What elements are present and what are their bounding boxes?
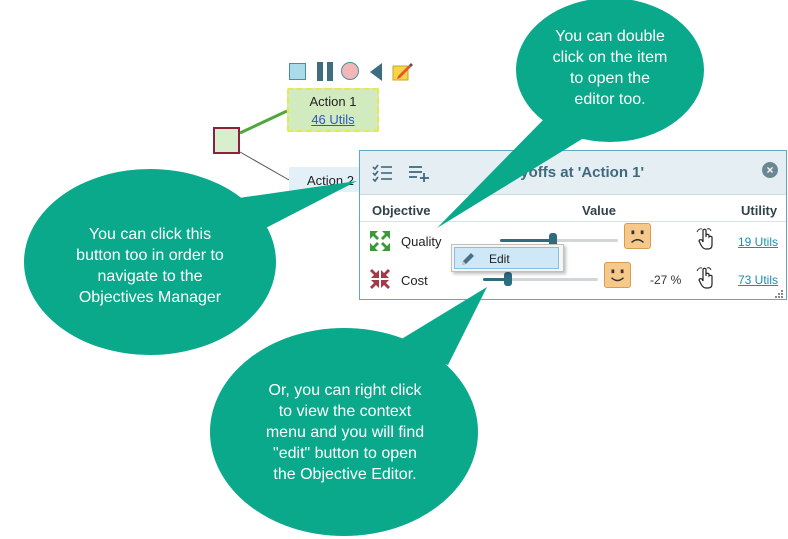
pointing-hand-icon[interactable] xyxy=(696,267,716,289)
objectives-manager-icon[interactable] xyxy=(372,163,394,183)
objective-column-header: Objective xyxy=(372,203,431,218)
pencil-icon xyxy=(462,253,474,265)
utility-link[interactable]: 19 Utils xyxy=(738,235,779,249)
contract-arrows-icon xyxy=(370,269,390,289)
action-1-label: Action 1 xyxy=(309,94,357,109)
sad-face-icon xyxy=(624,223,651,249)
action-1-utils-link[interactable]: 46 Utils xyxy=(311,112,355,127)
pause-icon[interactable] xyxy=(317,62,333,81)
callout-bubble-left xyxy=(24,169,276,355)
callout-bubble-bottom xyxy=(210,328,478,536)
happy-face-icon xyxy=(604,262,631,288)
resize-grip-icon[interactable] xyxy=(774,289,784,299)
callout-bottom-text: Or, you can right click to view the cont… xyxy=(265,382,425,483)
callout-tail-bottom xyxy=(390,287,487,365)
value-slider-thumb[interactable] xyxy=(504,272,512,286)
expand-arrows-icon xyxy=(370,231,390,251)
value-slider-fill xyxy=(483,278,508,281)
pointing-hand-icon[interactable] xyxy=(696,228,716,250)
decision-node[interactable] xyxy=(213,127,240,154)
objective-name: Cost xyxy=(401,273,428,288)
context-menu: Edit xyxy=(451,244,564,272)
header-divider xyxy=(360,221,786,222)
value-slider-thumb[interactable] xyxy=(549,233,557,247)
action-1-node[interactable]: Action 1 46 Utils xyxy=(287,88,379,132)
value-slider-track[interactable] xyxy=(500,239,618,242)
value-slider-fill xyxy=(500,239,553,242)
value-column-header: Value xyxy=(582,203,616,218)
utility-link[interactable]: 73 Utils xyxy=(738,273,779,287)
value-percent: -27 % xyxy=(650,273,682,287)
note-pencil-icon[interactable] xyxy=(391,61,413,83)
payoffs-panel: Payoffs at 'Action 1' × Objective Value … xyxy=(359,150,787,300)
callout-tail-top xyxy=(437,118,600,228)
callout-top-text: You can double click on the item to open… xyxy=(552,28,668,108)
callout-bubble-top xyxy=(516,0,704,142)
value-slider-track[interactable] xyxy=(483,278,598,281)
payoffs-panel-title: Payoffs at 'Action 1' xyxy=(501,164,645,181)
context-menu-edit-label: Edit xyxy=(489,252,510,266)
callout-tail-left xyxy=(225,181,357,232)
chance-node-square-icon[interactable] xyxy=(289,63,306,80)
add-objective-icon[interactable] xyxy=(408,163,430,183)
callout-left-text: You can click this button too in order t… xyxy=(76,226,224,306)
objective-name: Quality xyxy=(401,234,442,249)
terminal-triangle-icon[interactable] xyxy=(370,63,382,81)
close-icon[interactable]: × xyxy=(762,162,778,178)
payoffs-panel-header: Payoffs at 'Action 1' × xyxy=(360,151,786,195)
context-menu-edit-item[interactable]: Edit xyxy=(454,247,559,269)
utility-column-header: Utility xyxy=(741,203,778,218)
chance-node-circle-icon[interactable] xyxy=(341,62,359,80)
